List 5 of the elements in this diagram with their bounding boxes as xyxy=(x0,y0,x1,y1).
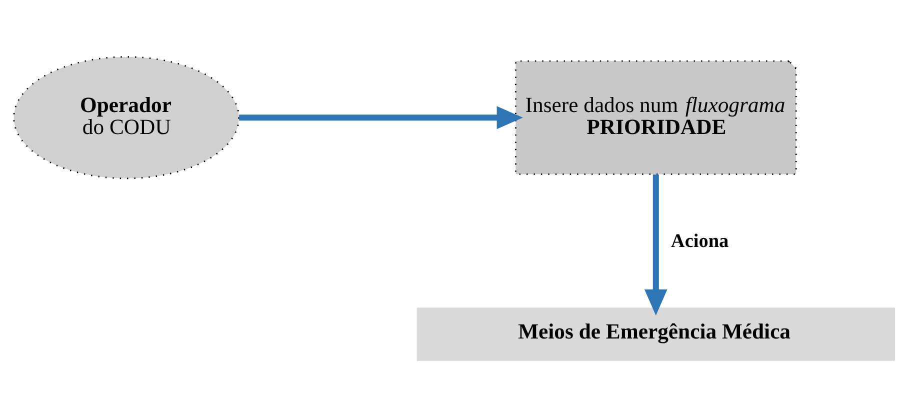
node-box: Meios de Emergência Médica xyxy=(416,307,894,360)
arrow xyxy=(644,174,667,315)
node-ellipse: Operador do CODU xyxy=(12,56,240,179)
edge-label: Aciona xyxy=(670,230,728,252)
arrow xyxy=(238,106,522,129)
